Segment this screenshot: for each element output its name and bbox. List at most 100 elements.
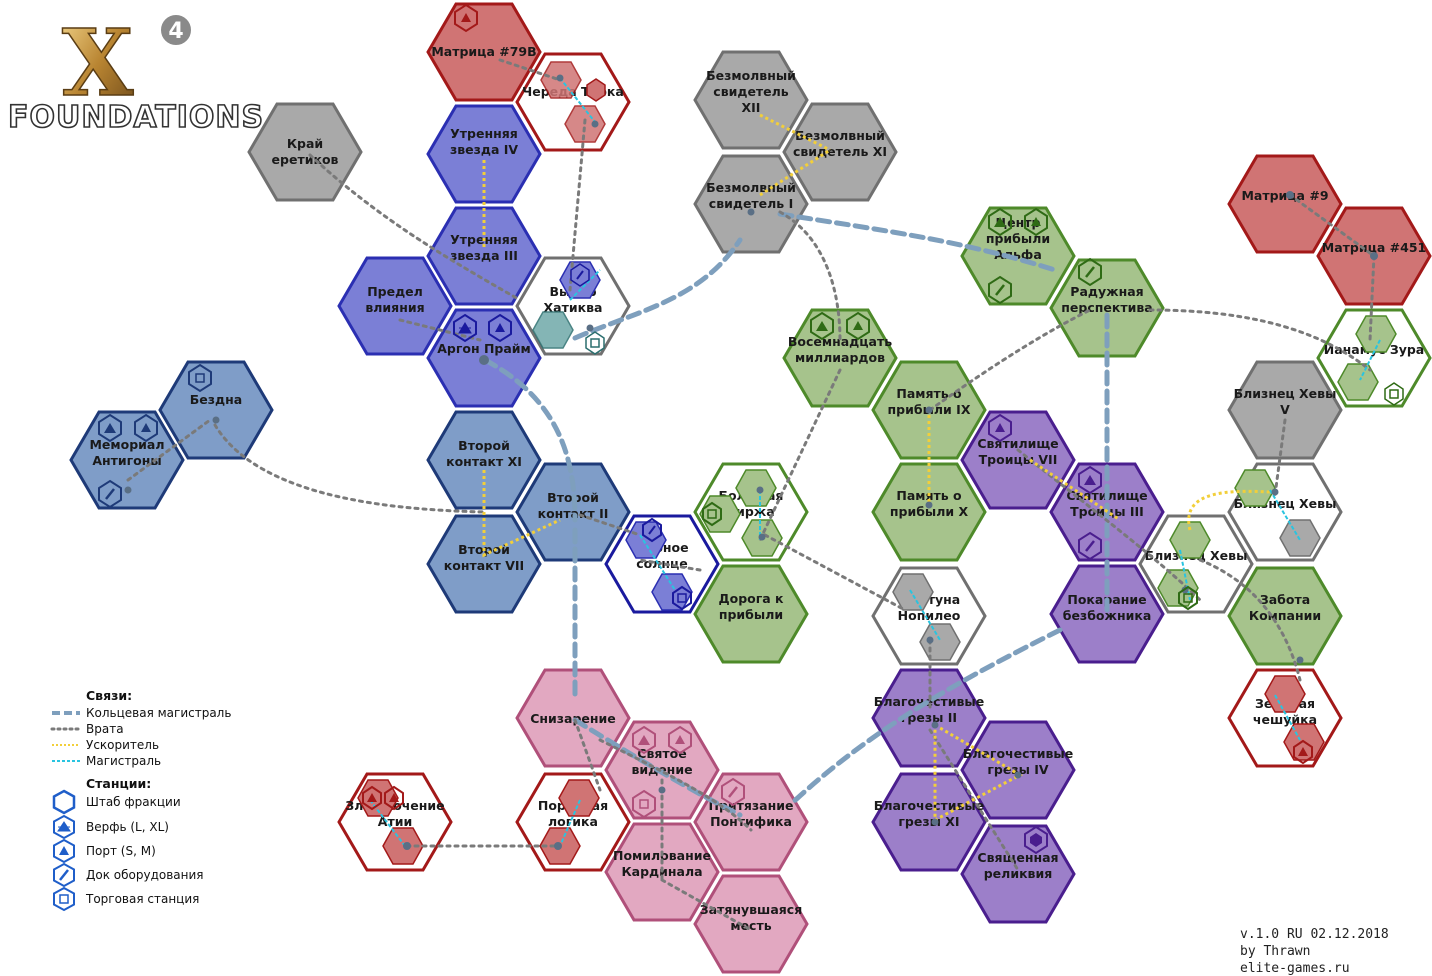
credits: v.1.0 RU 02.12.2018 by Thrawn elite-game… <box>1240 927 1389 976</box>
faction-hq-icon <box>1024 825 1048 855</box>
legend: Связи: Кольцевая магистраль Врата Ускори… <box>50 688 231 912</box>
trade-station-icon <box>1178 585 1198 611</box>
shipyard-icon <box>810 311 834 341</box>
shipyard-icon <box>1078 465 1102 495</box>
legend-ring-highway: Кольцевая магистраль <box>86 706 231 720</box>
equipment-dock-icon <box>570 263 590 287</box>
sector-name: Аргон Прайм <box>437 341 531 356</box>
equipment-dock-icon <box>98 479 122 509</box>
shipyard-icon <box>362 785 382 811</box>
x4-foundations-logo: X 4 FOUNDATIONS <box>7 8 264 136</box>
legend-faction-hq: Штаб фракции <box>86 795 181 809</box>
port-icon <box>668 725 692 755</box>
legend-highway: Магистраль <box>86 754 161 768</box>
sector-name: Матрица #79В <box>431 44 536 59</box>
logo-badge <box>159 13 193 47</box>
version-text: v.1.0 RU 02.12.2018 <box>1240 927 1389 942</box>
legend-accelerator: Ускоритель <box>86 738 159 752</box>
trade-station-icon <box>672 585 692 611</box>
port-icon <box>488 313 512 343</box>
legend-connections-title: Связи: <box>86 688 132 703</box>
sector-name: Бездна <box>190 392 242 407</box>
trade-station-icon <box>632 789 656 819</box>
logo-wordmark: FOUNDATIONS <box>8 100 264 135</box>
shipyard-icon <box>988 207 1012 237</box>
shipyard-icon <box>632 725 656 755</box>
legend-stations-title: Станции: <box>86 776 151 791</box>
trade-station-icon <box>1384 382 1404 406</box>
trade-station-icon <box>585 331 605 355</box>
shipyard-icon <box>453 313 477 343</box>
port-icon <box>1024 207 1048 237</box>
faction-hq-icon <box>52 789 76 815</box>
trade-station-icon <box>702 501 722 527</box>
port-icon <box>586 78 606 102</box>
equipment-dock-icon <box>1078 531 1102 561</box>
accelerator-routes <box>482 113 1271 823</box>
logo-superscript: 4 <box>168 19 183 44</box>
sector-matrix-9[interactable]: Матрица #9 <box>1227 154 1343 254</box>
highway-routes <box>369 77 1381 847</box>
author-text: by Thrawn <box>1240 944 1310 959</box>
legend-equipment-dock: Док оборудования <box>86 868 204 882</box>
site-text: elite-games.ru <box>1240 961 1350 976</box>
trade-station-icon <box>188 363 212 393</box>
equipment-dock-icon <box>988 275 1012 305</box>
port-icon <box>134 413 158 443</box>
gate-routes <box>126 58 1376 932</box>
legend-gate: Врата <box>86 722 124 736</box>
equipment-dock-icon <box>642 517 662 543</box>
sector-name: Матрица #9 <box>1241 188 1328 203</box>
sector-bezdna[interactable]: Бездна <box>158 360 274 460</box>
legend-shipyard: Верфь (L, XL) <box>86 820 169 834</box>
equipment-dock-icon <box>1078 257 1102 287</box>
sector-matrix-79b[interactable]: Матрица #79В <box>426 2 542 102</box>
legend-trade-station: Торговая станция <box>85 892 199 906</box>
legend-port: Порт (S, M) <box>86 844 156 858</box>
station-icons <box>98 3 1404 855</box>
shipyard-icon <box>53 814 75 840</box>
equipment-dock-icon <box>721 777 745 807</box>
shipyard-icon <box>1293 739 1313 765</box>
port-icon <box>384 785 404 811</box>
